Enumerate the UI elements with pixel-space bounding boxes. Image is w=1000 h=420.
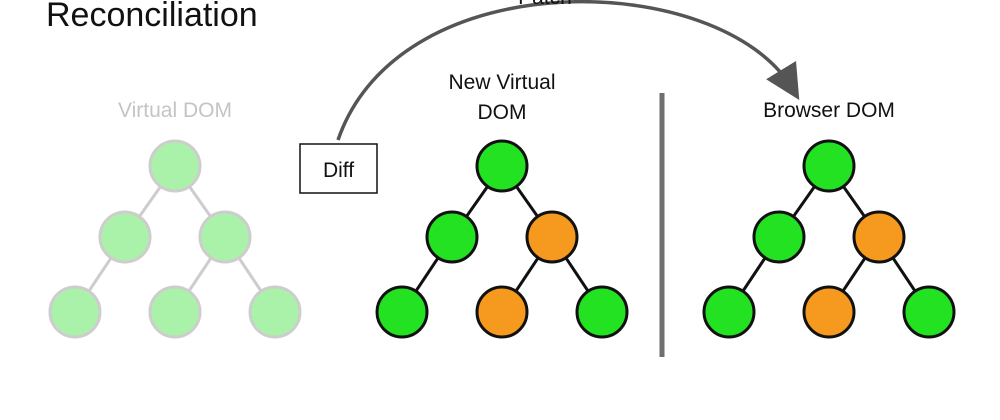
browser-dom-node-unchanged <box>752 210 806 264</box>
virtual-dom-node-unchanged <box>248 285 302 339</box>
virtual-dom-node-unchanged <box>148 139 202 193</box>
new-virtual-dom-node-changed <box>525 210 579 264</box>
new-virtual-dom-label: New Virtual <box>449 71 556 94</box>
new-virtual-dom-label: DOM <box>478 101 527 124</box>
browser-dom-node-unchanged <box>902 285 956 339</box>
virtual-dom-label: Virtual DOM <box>118 99 232 122</box>
virtual-dom-node-unchanged <box>98 210 152 264</box>
new-virtual-dom-node-unchanged <box>475 139 529 193</box>
patch-arrow <box>336 0 800 141</box>
new-virtual-dom-node-unchanged <box>425 210 479 264</box>
browser-dom-node-changed <box>852 210 906 264</box>
virtual-dom-node-unchanged <box>148 285 202 339</box>
virtual-dom-node-unchanged <box>48 285 102 339</box>
diff-box: Diff <box>299 143 378 194</box>
page-title: Reconciliation <box>46 0 258 34</box>
browser-dom-node-unchanged <box>702 285 756 339</box>
browser-dom-node-unchanged <box>802 139 856 193</box>
virtual-dom-node-unchanged <box>198 210 252 264</box>
browser-dom-node-changed <box>802 285 856 339</box>
browser-dom-label: Browser DOM <box>763 99 895 122</box>
diff-label: Diff <box>323 159 354 182</box>
new-virtual-dom-node-unchanged <box>575 285 629 339</box>
tree-browser-dom: Browser DOM <box>702 99 956 339</box>
new-virtual-dom-node-unchanged <box>375 285 429 339</box>
patch-label: Patch <box>518 0 572 9</box>
new-virtual-dom-node-changed <box>475 285 529 339</box>
tree-virtual-dom: Virtual DOM <box>48 99 302 339</box>
